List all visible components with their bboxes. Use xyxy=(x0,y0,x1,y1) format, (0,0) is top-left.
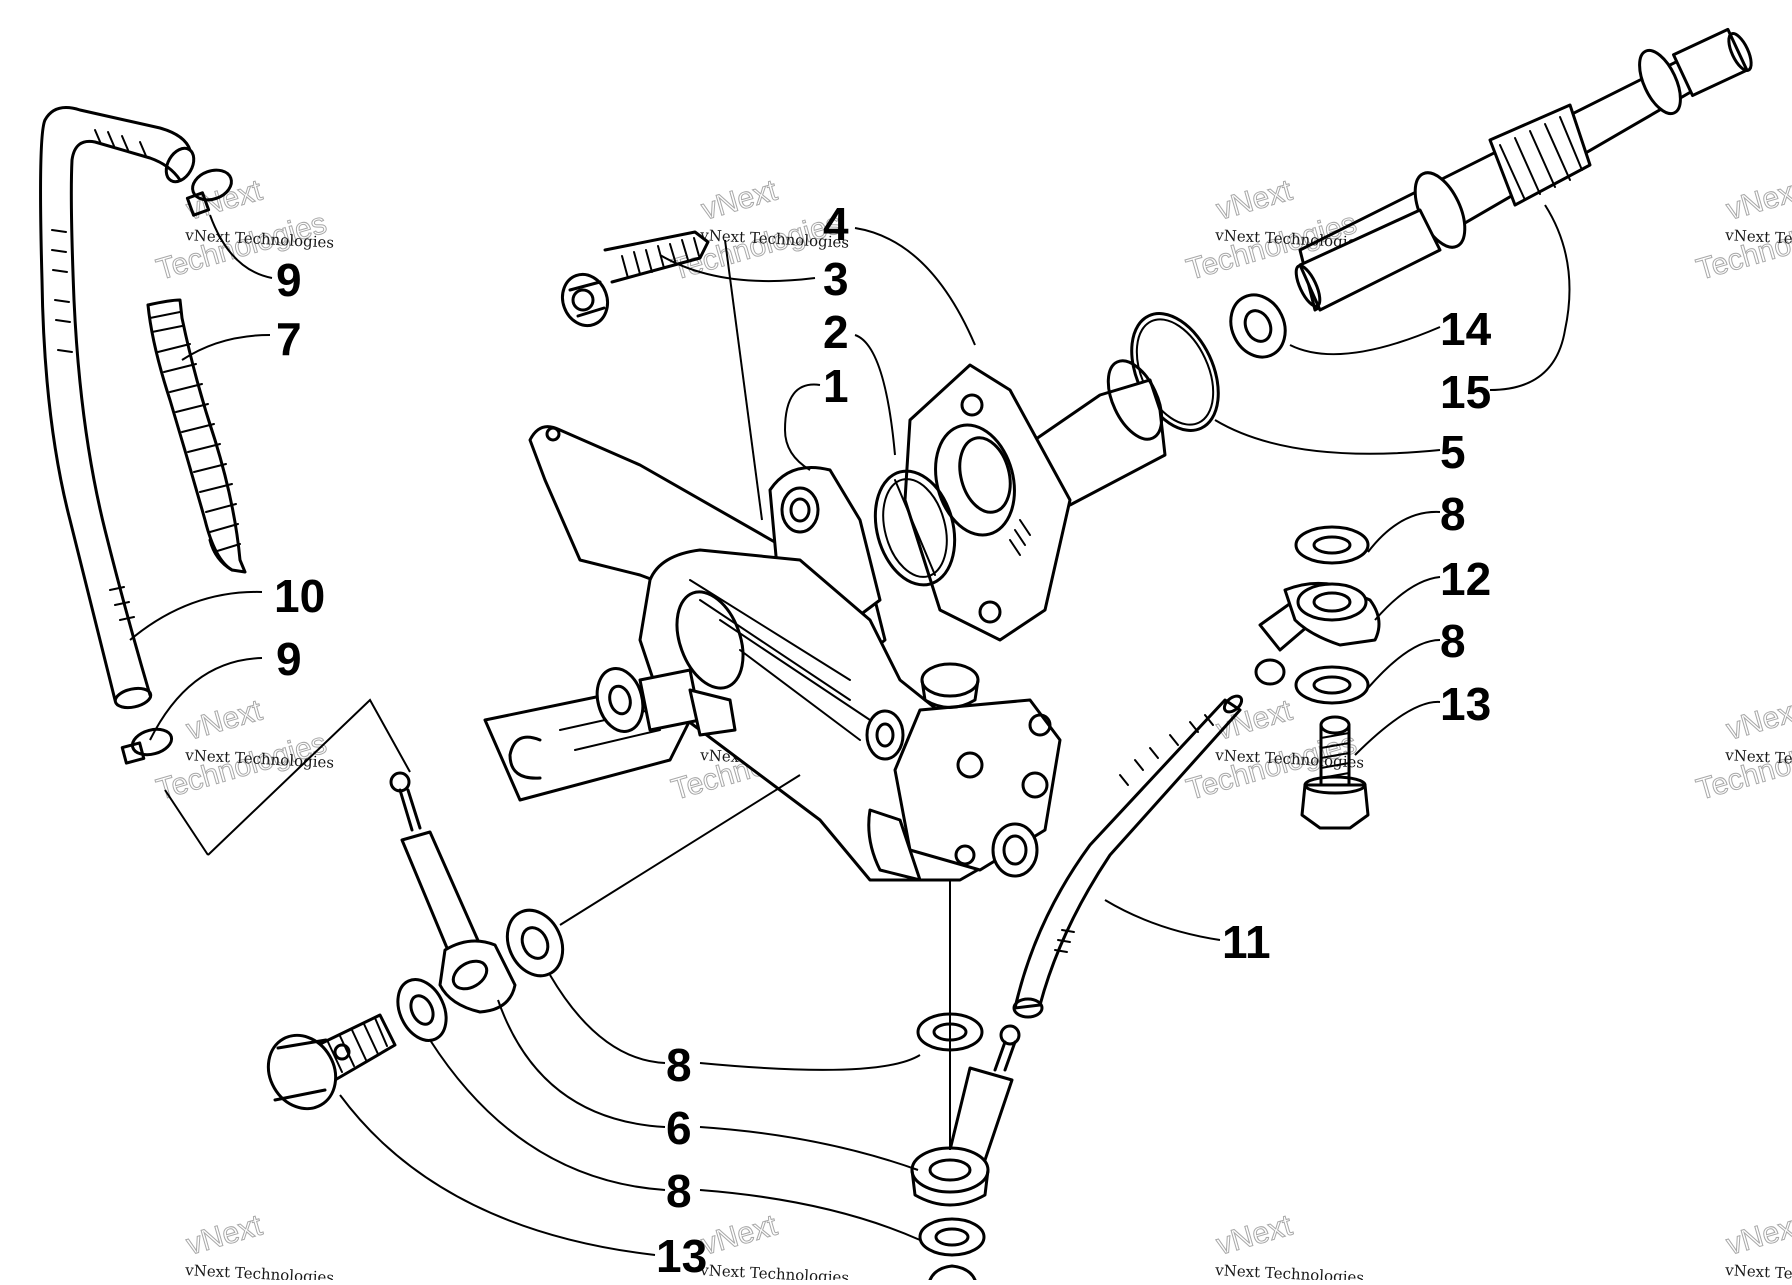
watermark: vNext Technologies vNext Technologies xyxy=(152,693,334,807)
part-13-banjo-bolt-right xyxy=(1300,715,1370,830)
svg-text:vNext: vNext xyxy=(183,694,266,747)
part-15-drive-shaft xyxy=(1294,27,1753,312)
part-8-washer-lower-left xyxy=(396,978,448,1042)
part-8-washer-partial xyxy=(928,1264,977,1282)
callout-13-right: 13 xyxy=(1440,678,1491,730)
part-9-clamp-upper xyxy=(185,168,233,217)
watermark: vNext vNext Technologies xyxy=(1722,1208,1792,1285)
svg-text:vNext: vNext xyxy=(1723,1209,1792,1262)
part-9-clamp-lower xyxy=(120,727,174,765)
svg-text:vNext: vNext xyxy=(1213,174,1296,227)
watermark: vNext vNext Technologies xyxy=(1212,1208,1365,1285)
callout-13-bottom: 13 xyxy=(656,1230,707,1280)
part-8-washer-bottom xyxy=(918,1217,986,1257)
part-2-gasket xyxy=(873,469,957,587)
assembly-lines xyxy=(164,239,951,1150)
svg-text:vNext: vNext xyxy=(698,1209,781,1262)
svg-text:vNext Technologies: vNext Technologies xyxy=(699,1261,850,1280)
part-6-fitting-lower xyxy=(910,1024,1021,1207)
part-3-bolt xyxy=(560,230,710,328)
callout-3: 3 xyxy=(823,253,849,305)
part-12-banjo-fitting xyxy=(1254,581,1381,686)
callout-5: 5 xyxy=(1440,426,1466,478)
watermark: vNext vNext Technologies xyxy=(697,1208,850,1285)
callout-6: 6 xyxy=(666,1102,692,1154)
part-11-hose xyxy=(1012,694,1244,1019)
callout-1: 1 xyxy=(823,360,849,412)
watermark: vNext Technologies vNext Technologies xyxy=(1692,173,1792,287)
part-4-flange-housing xyxy=(903,359,1167,642)
callout-7: 7 xyxy=(276,313,302,365)
part-8-washer-left xyxy=(505,908,565,978)
part-6-fitting-left xyxy=(389,771,517,1014)
part-7-spiral-wrap xyxy=(146,298,247,574)
callout-9-upper: 9 xyxy=(276,254,302,306)
callout-12: 12 xyxy=(1440,553,1491,605)
callout-2: 2 xyxy=(823,306,849,358)
part-14-washer xyxy=(1229,293,1287,359)
part-13-banjo-bolt-left xyxy=(266,1013,397,1111)
callout-15: 15 xyxy=(1440,366,1491,418)
part-1-oil-pump xyxy=(483,425,1062,882)
callout-10: 10 xyxy=(274,570,325,622)
part-8-washer-right-lower xyxy=(1294,665,1370,705)
watermark: vNext Technologies vNext Technologies xyxy=(1692,693,1792,807)
callout-labels: 1 2 3 4 5 6 7 8 8 8 8 9 9 10 11 12 13 13… xyxy=(274,198,1492,1282)
callout-8-right-upper: 8 xyxy=(1440,488,1466,540)
callout-14: 14 xyxy=(1440,303,1492,355)
svg-text:vNext: vNext xyxy=(183,1209,266,1262)
callout-11: 11 xyxy=(1222,916,1271,968)
svg-text:vNext Technologies: vNext Technologies xyxy=(1214,1261,1365,1280)
svg-text:vNext Technologies: vNext Technologies xyxy=(184,1261,335,1280)
callout-8-lower-1: 8 xyxy=(666,1039,692,1091)
part-10-hose xyxy=(39,106,196,710)
callout-9-lower: 9 xyxy=(276,633,302,685)
svg-text:vNext Technologies: vNext Technologies xyxy=(1724,1261,1792,1280)
watermark: vNext Technologies vNext Technologies xyxy=(152,173,334,287)
watermark: vNext vNext Technologies xyxy=(182,1208,335,1285)
svg-text:vNext: vNext xyxy=(698,174,781,227)
leader-lines xyxy=(129,204,1571,1256)
callout-4: 4 xyxy=(823,198,849,250)
svg-text:vNext: vNext xyxy=(1723,174,1792,227)
callout-8-lower-2: 8 xyxy=(666,1165,692,1217)
svg-text:vNext: vNext xyxy=(1723,694,1792,747)
part-8-washer-right-upper xyxy=(1294,525,1370,565)
svg-text:vNext: vNext xyxy=(1213,1209,1296,1262)
callout-8-right-lower: 8 xyxy=(1440,615,1466,667)
